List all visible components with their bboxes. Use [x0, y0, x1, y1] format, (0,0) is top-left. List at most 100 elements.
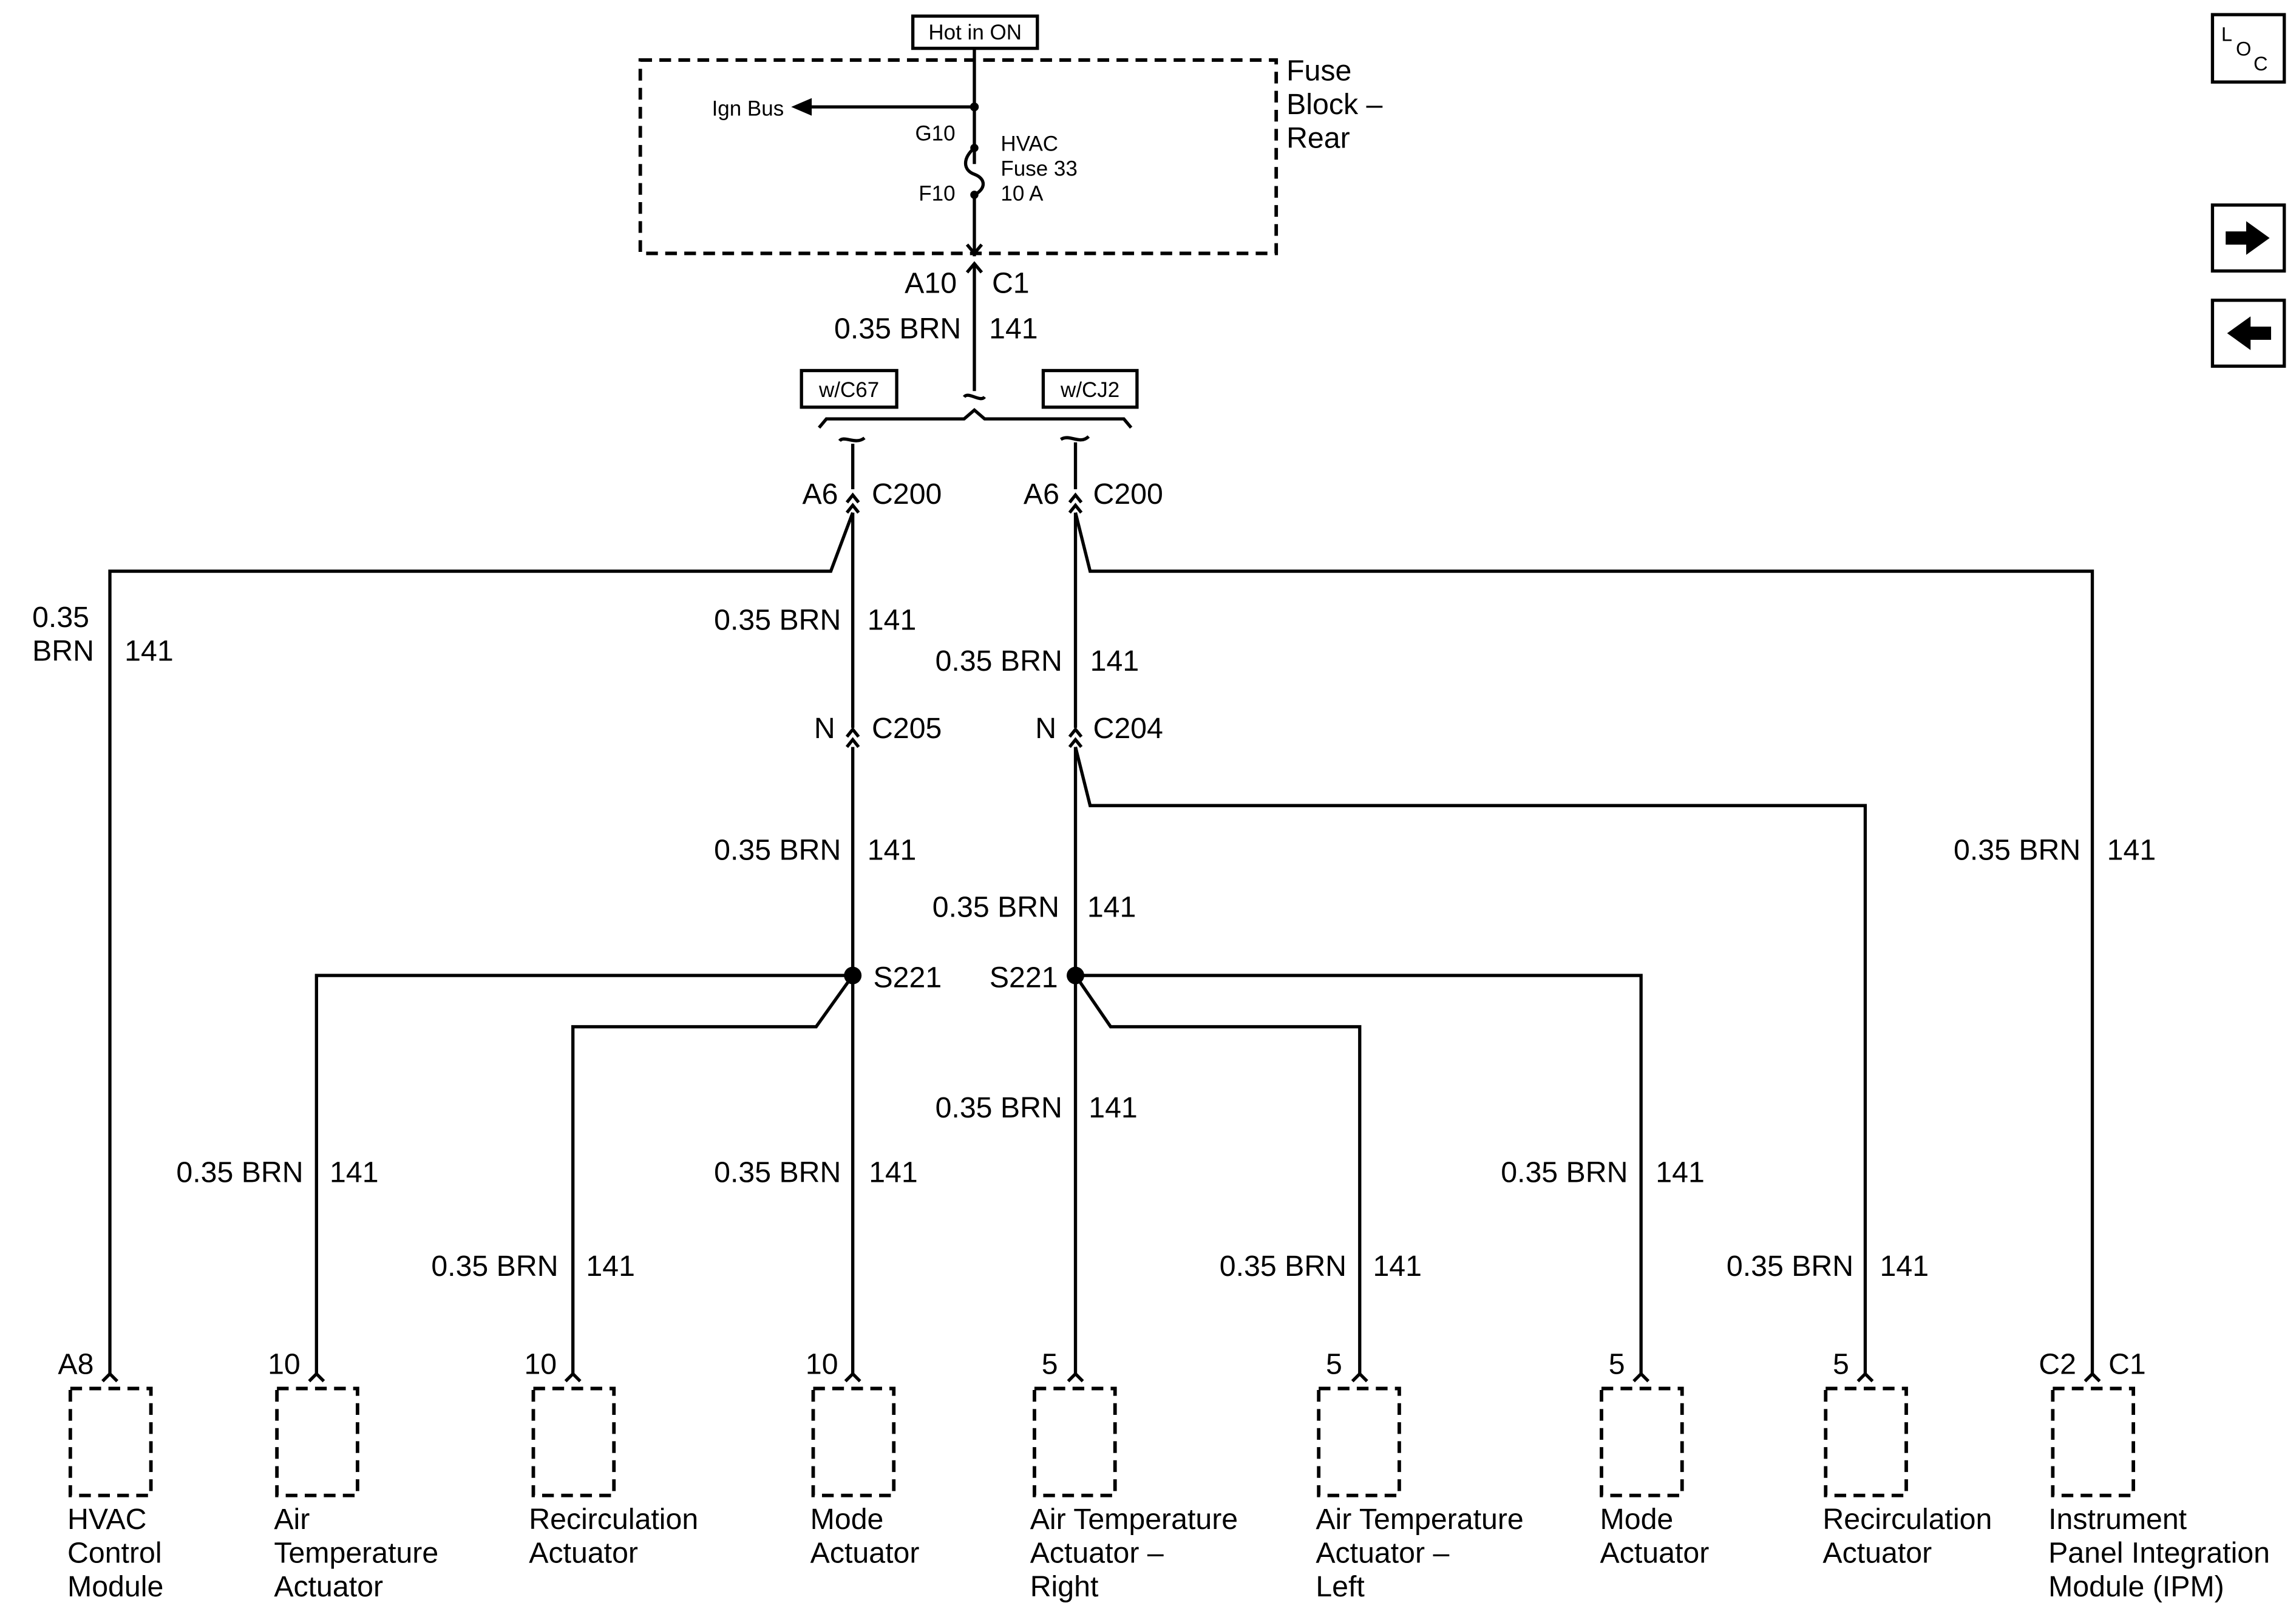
component-name-1: Air Temperature	[1030, 1503, 1238, 1536]
component-name-2: Actuator –	[1030, 1537, 1164, 1570]
power-source-label: Hot in ON	[928, 21, 1022, 44]
option-box-left	[800, 368, 898, 409]
left-c200-connector-icon	[845, 503, 860, 514]
component-name-1: Air	[274, 1503, 310, 1536]
air-temp-left-wire	[1074, 974, 1362, 1375]
fuse-block-outline	[638, 58, 1279, 256]
component-pin: 10	[524, 1348, 557, 1380]
recirc-right-wire-size: 0.35 BRN	[1727, 1250, 1853, 1283]
component-pin: A8	[58, 1348, 93, 1380]
right-c200-pin: A6	[1024, 478, 1059, 510]
mode-right-wire-circuit: 141	[1656, 1156, 1705, 1188]
component-name-2: Actuator	[810, 1537, 920, 1570]
component-pin-secondary: C1	[2108, 1348, 2146, 1380]
loc-letter-c: C	[2254, 53, 2268, 75]
component-name-1: HVAC	[67, 1503, 146, 1536]
air-temp-actuator-wire	[314, 974, 853, 1375]
component-air-temperature-actuator-right: 5 Air Temperature Actuator – Right	[1030, 1348, 1238, 1603]
air-temp-wire-size: 0.35 BRN	[176, 1156, 303, 1188]
mode-right-wire	[1075, 974, 1643, 1375]
right-c200-connector-icon	[1068, 503, 1083, 514]
ign-bus-arrow-icon	[791, 98, 812, 116]
component-name-1: Mode	[810, 1503, 884, 1536]
hvac-wire-color: BRN	[32, 634, 94, 667]
c205-connector-icon	[845, 737, 860, 748]
ipm-wire-circuit: 141	[2107, 833, 2156, 866]
hvac-module-wire	[108, 512, 855, 1375]
air-temp-left-wire-circuit: 141	[1373, 1250, 1422, 1283]
c204-name: C204	[1093, 712, 1163, 745]
component-pin: 10	[268, 1348, 301, 1380]
component-hvac-control-module: A8 HVAC Control Module	[58, 1348, 163, 1603]
component-pin: 5	[1833, 1348, 1849, 1380]
option-brace	[818, 408, 1133, 429]
fuse-label-2: Fuse 33	[1000, 157, 1077, 181]
c205-name: C205	[872, 712, 942, 745]
left-c200-wire-circuit: 141	[868, 604, 917, 637]
left-c200-name: C200	[872, 478, 942, 510]
hvac-wire-circuit: 141	[124, 634, 174, 667]
components-row: A8 HVAC Control Module 10 Air Temperatur…	[58, 1348, 2270, 1603]
recirc-wire-size: 0.35 BRN	[431, 1250, 558, 1283]
recirc-right-wire	[1073, 747, 1867, 1375]
c204-connector-icon	[1068, 737, 1083, 748]
nav-next-button[interactable]	[2210, 203, 2286, 273]
component-recirculation-actuator: 10 Recirculation Actuator	[524, 1348, 698, 1569]
mode-wire-circuit: 141	[869, 1156, 918, 1188]
component-pin: 5	[1609, 1348, 1625, 1380]
component-name-1: Recirculation	[1822, 1503, 1992, 1536]
c205-wire-size: 0.35 BRN	[714, 833, 841, 866]
component-name-2: Temperature	[274, 1537, 438, 1570]
component-name-1: Recirculation	[529, 1503, 698, 1536]
left-c200-wire-size: 0.35 BRN	[714, 604, 841, 637]
c204-wire-size: 0.35 BRN	[932, 891, 1059, 924]
c1-wire-circuit: 141	[989, 312, 1038, 345]
component-mode-actuator-right: 5 Mode Actuator	[1600, 1348, 1709, 1570]
component-name-2: Actuator –	[1316, 1537, 1449, 1570]
component-name-1: Mode	[1600, 1503, 1674, 1536]
ipm-wire-size: 0.35 BRN	[1954, 833, 2080, 866]
fuse-block-title-1: Fuse	[1286, 55, 1351, 87]
component-pin: 10	[806, 1348, 838, 1380]
component-name-3: Actuator	[274, 1570, 383, 1603]
component-instrument-panel-integration-module: C2 C1 Instrument Panel Integration Modul…	[2039, 1348, 2270, 1603]
splice-s221-right-label: S221	[990, 961, 1058, 994]
right-c200-name: C200	[1093, 478, 1163, 510]
option-label-right: w/CJ2	[1060, 378, 1119, 402]
fuse-label-1: HVAC	[1000, 132, 1058, 156]
recirc-actuator-wire	[571, 974, 854, 1375]
nav-prev-button[interactable]	[2210, 299, 2286, 368]
component-name-3: Right	[1030, 1570, 1099, 1603]
right-c200-wire-circuit: 141	[1090, 645, 1140, 677]
component-name-2: Actuator	[1822, 1537, 1932, 1570]
splice-s221-left-label: S221	[873, 961, 942, 994]
component-recirculation-actuator-right: 5 Recirculation Actuator	[1822, 1348, 1992, 1569]
component-pin: C2	[2039, 1348, 2076, 1380]
loc-button[interactable]: L O C	[2210, 13, 2286, 368]
component-name-3: Module (IPM)	[2048, 1570, 2224, 1603]
c205-wire-circuit: 141	[868, 833, 917, 866]
component-name-1: Instrument	[2048, 1503, 2187, 1536]
ipm-wire	[1073, 512, 2094, 1375]
component-air-temperature-actuator: 10 Air Temperature Actuator	[268, 1348, 438, 1603]
mode-right-wire-size: 0.35 BRN	[1501, 1156, 1628, 1188]
fuse-block-title-2: Block –	[1286, 88, 1382, 121]
ign-bus-label: Ign Bus	[712, 97, 784, 121]
air-temp-right-wire-circuit: 141	[1089, 1091, 1138, 1124]
component-pin: 5	[1326, 1348, 1342, 1380]
air-temp-wire-circuit: 141	[330, 1156, 379, 1188]
component-name-2: Control	[67, 1537, 162, 1570]
arrow-right-icon	[2226, 221, 2270, 255]
component-name-2: Panel Integration	[2048, 1537, 2270, 1570]
c1-name-label: C1	[992, 267, 1030, 300]
option-box-right	[1041, 368, 1139, 409]
c204-wire-circuit: 141	[1087, 891, 1136, 924]
component-mode-actuator: 10 Mode Actuator	[806, 1348, 920, 1569]
arrow-left-icon	[2227, 316, 2271, 350]
component-name-2: Actuator	[529, 1537, 638, 1570]
recirc-wire-circuit: 141	[586, 1250, 635, 1283]
fuse-block-title-3: Rear	[1286, 122, 1350, 155]
option-label-left: w/C67	[818, 378, 879, 402]
hvac-wire-size: 0.35	[32, 601, 89, 634]
fuse-symbol-icon	[964, 146, 985, 197]
